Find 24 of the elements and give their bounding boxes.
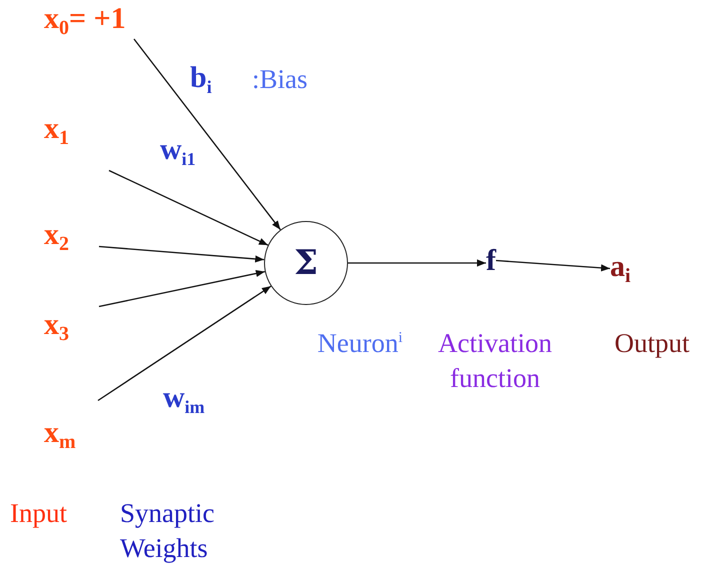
arrow [98, 246, 264, 263]
arrow [133, 38, 281, 230]
node-caption: Activation function [437, 327, 553, 396]
bias-label: :Bias [252, 63, 308, 96]
arrow [98, 270, 266, 308]
output-variable: a$_{i}$ [610, 250, 631, 287]
activation-symbol: f [486, 244, 496, 277]
weight-label: b$_{i}$ [190, 60, 212, 99]
node-caption: Output [613, 327, 690, 360]
column-label: Input [10, 497, 67, 530]
arrow [496, 260, 610, 272]
input-variable: x$_{3}$ [44, 308, 69, 345]
input-variable: x$_{m}$ [44, 416, 76, 453]
input-variable: x$_{0}$= +1 [44, 2, 126, 39]
input-variable: x$_{1}$ [44, 112, 69, 149]
arrow [108, 170, 268, 246]
weight-label: w$_{i1}$ [160, 132, 196, 171]
weight-label: w$_{im}$ [163, 380, 205, 419]
input-variable: x$_{2}$ [44, 218, 69, 255]
arrow [348, 259, 486, 267]
sigma-symbol: Σ [294, 243, 318, 283]
column-label: Synaptic Weights [120, 497, 216, 566]
arrow [98, 286, 272, 402]
node-caption: Neuron$^{i}$ [316, 327, 404, 360]
